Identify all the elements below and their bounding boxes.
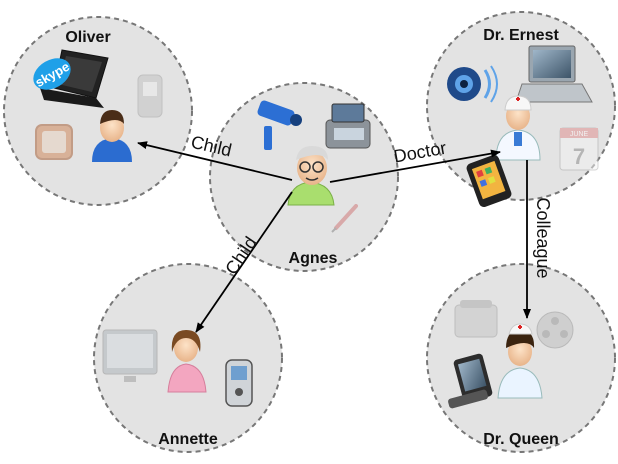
pen-icon bbox=[331, 204, 358, 233]
film-reel-icon bbox=[536, 311, 574, 349]
security-camera-icon bbox=[257, 100, 302, 150]
slider-phone-icon bbox=[448, 353, 493, 409]
edge-agnes-ernest bbox=[329, 149, 501, 183]
doctor-ernest-icon bbox=[495, 95, 541, 161]
calendar-icon: JUNE 7 bbox=[559, 127, 599, 171]
node-label-annette: Annette bbox=[158, 431, 218, 448]
webcam-icon bbox=[447, 65, 498, 103]
node-label-queen: Dr. Queen bbox=[483, 431, 559, 448]
mobile-phone-icon bbox=[137, 74, 163, 118]
oliver-person-icon bbox=[92, 110, 132, 162]
flat-tv-icon bbox=[102, 329, 158, 382]
laptop-icon bbox=[515, 45, 593, 103]
agnes-person-icon bbox=[287, 146, 335, 206]
smartphone-icon bbox=[466, 154, 512, 208]
edge-label-ernest-queen: Colleague bbox=[533, 197, 553, 278]
svg-text:7: 7 bbox=[573, 144, 585, 169]
node-label-agnes: Agnes bbox=[289, 250, 338, 267]
office-phone-icon bbox=[454, 300, 498, 338]
annette-person-icon bbox=[167, 330, 207, 393]
doctor-queen-icon bbox=[497, 323, 543, 399]
medical-device-icon bbox=[325, 103, 371, 149]
node-label-oliver: Oliver bbox=[65, 29, 110, 46]
edge-agnes-annette bbox=[195, 191, 293, 333]
svg-text:JUNE: JUNE bbox=[570, 131, 589, 138]
edge-agnes-oliver bbox=[137, 141, 293, 181]
node-label-ernest: Dr. Ernest bbox=[483, 27, 559, 44]
flip-phone-icon bbox=[225, 359, 253, 407]
tv-icon bbox=[35, 124, 73, 160]
